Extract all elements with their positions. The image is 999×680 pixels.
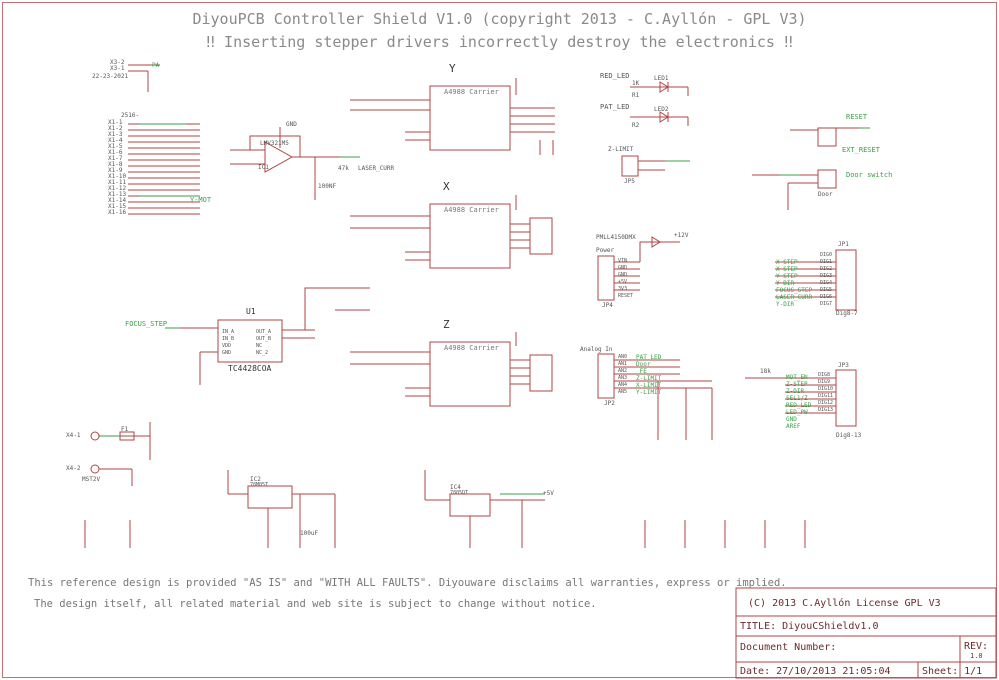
jp3-connector <box>835 369 857 427</box>
ext-reset-label: EXT_RESET <box>842 146 880 154</box>
driver-z-part: A4988 Carrier <box>444 344 499 352</box>
driver-y-body <box>429 85 511 151</box>
jp4-connector <box>597 255 615 301</box>
z-motor-connector <box>529 354 553 392</box>
r2-ref: R2 <box>632 122 640 129</box>
x1-net-label: Y-MOT <box>190 196 212 204</box>
red-led-net: RED_LED <box>600 72 630 80</box>
jp2-connector <box>597 353 615 399</box>
r1-value: 1K <box>632 80 640 87</box>
u1-net-label: FOCUS_STEP <box>125 320 168 328</box>
laser-curr-label: LASER_CURR <box>358 165 395 172</box>
led2-body <box>659 111 669 123</box>
gnd-label: GND <box>286 121 297 128</box>
driver-x-body <box>429 203 511 269</box>
title-block-rev-label: REV: <box>964 641 989 652</box>
jp1-ref: JP1 <box>838 241 849 248</box>
title-block-copyright: (C) 2013 C.Ayllón License GPL V3 <box>748 598 941 609</box>
x-motor-connector <box>529 217 553 255</box>
ic2-body <box>247 485 293 509</box>
driver-y-part: A4988 Carrier <box>444 88 499 96</box>
door-ref: Door <box>818 191 833 198</box>
r1-ref: R1 <box>632 92 640 99</box>
ic2-ref: IC2 <box>250 476 261 483</box>
jp4-ref: JP4 <box>602 302 613 309</box>
door-connector <box>817 169 837 189</box>
title-block-date: Date: 27/10/2013 21:05:04 <box>740 666 891 677</box>
driver-x-part: A4988 Carrier <box>444 206 499 214</box>
disclaimer-line-2: The design itself, all related material … <box>34 598 597 610</box>
led2-label: LED2 <box>654 106 669 113</box>
v5-label: +5V <box>543 490 554 497</box>
title-block-document-number: Document Number: <box>740 642 837 653</box>
ic2-part: 78M05T <box>250 482 269 488</box>
v12-label: +12V <box>674 232 689 239</box>
disclaimer-line-1: This reference design is provided "AS IS… <box>28 577 787 589</box>
pa-label: PA <box>152 62 160 69</box>
jp3-label: Dig8-13 <box>836 432 862 439</box>
pat-led-net: PAT_LED <box>600 103 630 111</box>
title-block-title: TITLE: DiyouCShieldv1.0 <box>740 621 879 632</box>
jp1-label: Dig8-7 <box>836 310 858 317</box>
jp1-connector <box>835 249 857 311</box>
net-wires <box>100 123 870 495</box>
jp5-ref: JP5 <box>624 178 635 185</box>
jp5-connector <box>621 155 639 177</box>
led1-label: LED1 <box>654 75 669 82</box>
diode-label: PMLL4150DMX <box>596 234 636 241</box>
c100nf-label: 100NF <box>318 183 337 190</box>
ic4-body <box>449 493 491 517</box>
title-block-sheet: Sheet: 1/1 <box>922 666 983 677</box>
x4-pin2: X4-2 <box>66 465 81 472</box>
jp5-label: Z-LIMIT <box>608 146 634 153</box>
jp4-label: Power <box>596 247 615 254</box>
u1-ref: U1 <box>246 307 256 316</box>
led1-body <box>659 81 669 93</box>
jp2-label: Analog In <box>580 346 613 353</box>
jp2-ref: JP2 <box>604 400 615 407</box>
door-switch-label: Door switch <box>846 171 893 179</box>
r47k-label: 47k <box>338 165 349 172</box>
driver-z-body <box>429 341 511 407</box>
title-block-frame <box>735 587 997 679</box>
ic1-ref: IC1 <box>258 164 269 171</box>
driver-y-label: Y <box>449 62 456 75</box>
u1-part: TC4428COA <box>228 364 272 373</box>
x3-date: 22-23-2021 <box>92 73 129 80</box>
jp3-ref: JP3 <box>838 362 849 369</box>
ic1-part: LMV321M5 <box>260 140 289 147</box>
r18k-label: 18k <box>760 368 771 375</box>
reset-connector <box>817 127 837 147</box>
title-block-rev-value: 1.0 <box>970 652 983 660</box>
fuse-label: F1 <box>121 426 129 433</box>
ic4-ref: IC4 <box>450 484 461 491</box>
driver-z-label: Z <box>443 318 450 331</box>
ic4-part: 7805DT <box>450 490 469 496</box>
x4-pin1: X4-1 <box>66 432 81 439</box>
opamp-ic1 <box>264 141 294 173</box>
u1-body <box>217 319 283 363</box>
driver-x-label: X <box>443 180 450 193</box>
schematic-title: DiyouPCB Controller Shield V1.0 (copyrig… <box>192 10 807 28</box>
x1-name: 2516- <box>121 112 140 119</box>
reset-net: RESET <box>846 113 868 121</box>
warning-banner: ‼ Inserting stepper drivers incorrectly … <box>206 33 793 51</box>
x4-label: MST2V <box>82 476 101 483</box>
c100uf-label: 100uF <box>300 530 319 537</box>
